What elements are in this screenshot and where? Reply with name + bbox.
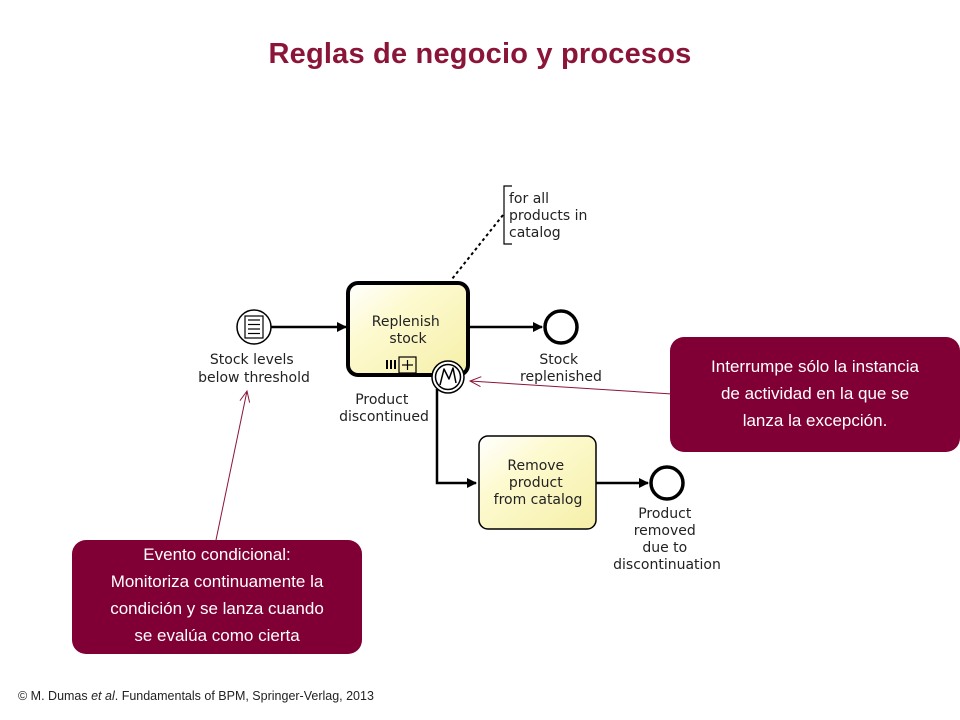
multi-instance-marker-icon bbox=[386, 360, 396, 369]
citation-footer: © M. Dumas et al. Fundamentals of BPM, S… bbox=[18, 689, 374, 703]
callout-interrupt-line: lanza la excepción. bbox=[742, 411, 888, 430]
annotation-bracket bbox=[503, 185, 512, 245]
sequence-flow-exception bbox=[435, 389, 477, 488]
callout-conditional-line: Monitoriza continuamente la bbox=[110, 572, 324, 591]
callout-pointer-conditional bbox=[215, 391, 247, 541]
end-event-stock-replenished[interactable] bbox=[543, 309, 579, 345]
footer-suffix: . Fundamentals of BPM, Springer-Verlag, … bbox=[114, 689, 374, 703]
callout-conditional: Evento condicional: Monitoriza continuam… bbox=[72, 540, 362, 654]
callout-pointer-interrupt bbox=[470, 381, 673, 395]
boundary-error-event[interactable] bbox=[431, 360, 465, 394]
end-event-product-removed[interactable] bbox=[649, 465, 685, 501]
task-remove-label: Remove product from catalog bbox=[494, 458, 583, 508]
end-event-stock-label: Stock replenished bbox=[520, 352, 602, 385]
footer-etal: et al bbox=[91, 689, 115, 703]
error-lightning-icon bbox=[439, 367, 457, 386]
page-title: Reglas de negocio y procesos bbox=[268, 38, 692, 70]
end-event-removed-label: Product removed due to discontinuation bbox=[613, 506, 721, 573]
task-replenish-label: Replenish stock bbox=[372, 314, 444, 347]
task-remove-product[interactable]: Remove product from catalog bbox=[478, 435, 597, 530]
callout-interrupt: Interrumpe sólo la instancia de activida… bbox=[670, 337, 960, 452]
start-conditional-event[interactable] bbox=[236, 309, 272, 345]
start-event-label: Stock levels below threshold bbox=[198, 352, 310, 386]
annotation-text: for all products in catalog bbox=[509, 191, 592, 241]
callout-interrupt-line: de actividad en la que se bbox=[720, 384, 910, 403]
callout-conditional-line: condición y se lanza cuando bbox=[110, 599, 324, 618]
callout-conditional-line: Evento condicional: bbox=[143, 545, 291, 564]
subprocess-marker-icon bbox=[398, 356, 417, 374]
callout-conditional-line: se evalúa como cierta bbox=[134, 626, 300, 645]
boundary-event-label: Product discontinued bbox=[339, 392, 429, 425]
callout-interrupt-line: Interrumpe sólo la instancia bbox=[711, 357, 919, 376]
annotation-association bbox=[451, 214, 504, 280]
task-replenish-stock[interactable]: Replenish stock bbox=[346, 281, 470, 377]
footer-prefix: © M. Dumas bbox=[18, 689, 92, 703]
